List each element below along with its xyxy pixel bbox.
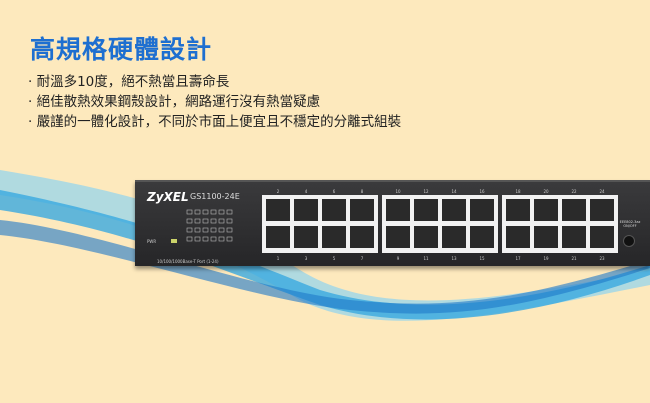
port-number: 20: [543, 189, 549, 194]
port-number: 10: [395, 189, 401, 194]
port-led: [226, 227, 233, 233]
port-led: [202, 236, 209, 242]
port-number: 11: [423, 256, 429, 261]
port-number: 9: [397, 256, 400, 261]
port-led: [218, 209, 225, 215]
port-led: [226, 236, 233, 242]
port-number: 1: [277, 256, 280, 261]
port-number: 13: [451, 256, 457, 261]
port-number: 4: [305, 189, 308, 194]
port-number: 24: [599, 189, 605, 194]
port-label: 10/100/1000Base-T Port (1-24): [157, 259, 219, 264]
port-led: [186, 236, 193, 242]
port-number: 19: [543, 256, 549, 261]
port-led: [210, 218, 217, 224]
ethernet-port-21: [562, 226, 586, 248]
ethernet-port-23: [590, 226, 614, 248]
ethernet-port-1: [266, 226, 290, 248]
port-led: [202, 218, 209, 224]
feature-item: 絕佳散熱效果鋼殼設計，網路運行沒有熱當疑慮: [28, 92, 401, 112]
ethernet-port-14: [442, 199, 466, 221]
ethernet-port-8: [350, 199, 374, 221]
ethernet-port-19: [534, 226, 558, 248]
ethernet-port-11: [414, 226, 438, 248]
port-led: [202, 209, 209, 215]
ethernet-port-4: [294, 199, 318, 221]
port-number: 23: [599, 256, 605, 261]
port-number: 16: [479, 189, 485, 194]
port-led: [218, 236, 225, 242]
port-led: [218, 227, 225, 233]
port-led: [210, 227, 217, 233]
port-led: [194, 227, 201, 233]
page-title: 高規格硬體設計: [30, 35, 213, 64]
port-led: [202, 227, 209, 233]
ethernet-port-18: [506, 199, 530, 221]
port-number: 5: [333, 256, 336, 261]
port-led: [226, 218, 233, 224]
port-number: 3: [305, 256, 308, 261]
ethernet-port-22: [562, 199, 586, 221]
feature-list: 耐溫多10度，絕不熱當且壽命長 絕佳散熱效果鋼殼設計，網路運行沒有熱當疑慮 嚴謹…: [28, 72, 402, 132]
port-number: 22: [571, 189, 577, 194]
power-label: PWR: [147, 239, 157, 244]
ethernet-port-17: [506, 226, 530, 248]
eee-label: EEE802.3az ON/OFF: [619, 220, 641, 228]
port-number: 18: [515, 189, 521, 194]
ethernet-port-15: [470, 226, 494, 248]
ethernet-port-6: [322, 199, 346, 221]
power-led: [171, 239, 177, 243]
ethernet-port-13: [442, 226, 466, 248]
port-led: [194, 209, 201, 215]
port-led: [186, 209, 193, 215]
port-number: 14: [451, 189, 457, 194]
port-led: [186, 227, 193, 233]
port-led: [186, 218, 193, 224]
port-number: 21: [571, 256, 577, 261]
ethernet-port-5: [322, 226, 346, 248]
eee-button: [623, 235, 635, 247]
ethernet-port-24: [590, 199, 614, 221]
port-number: 8: [361, 189, 364, 194]
port-number: 12: [423, 189, 429, 194]
port-led: [194, 236, 201, 242]
ethernet-port-9: [386, 226, 410, 248]
feature-item: 嚴謹的一體化設計，不同於市面上便宜且不穩定的分離式組裝: [28, 112, 402, 132]
port-led: [210, 209, 217, 215]
port-led: [210, 236, 217, 242]
feature-item: 耐溫多10度，絕不熱當且壽命長: [28, 72, 401, 92]
port-number: 6: [333, 189, 336, 194]
port-led: [218, 218, 225, 224]
ethernet-port-3: [294, 226, 318, 248]
port-number: 7: [361, 256, 364, 261]
ethernet-port-16: [470, 199, 494, 221]
port-led: [226, 209, 233, 215]
port-led: [194, 218, 201, 224]
model-label: GS1100-24E: [190, 192, 240, 201]
ethernet-port-7: [350, 226, 374, 248]
ethernet-port-12: [414, 199, 438, 221]
port-number: 17: [515, 256, 521, 261]
ethernet-port-20: [534, 199, 558, 221]
ethernet-port-2: [266, 199, 290, 221]
network-switch-image: ZyXEL GS1100-24E PWR 10/100/1000Base-T P…: [135, 180, 650, 266]
brand-logo: ZyXEL: [147, 190, 189, 204]
port-number: 15: [479, 256, 485, 261]
ethernet-port-10: [386, 199, 410, 221]
port-number: 2: [277, 189, 280, 194]
